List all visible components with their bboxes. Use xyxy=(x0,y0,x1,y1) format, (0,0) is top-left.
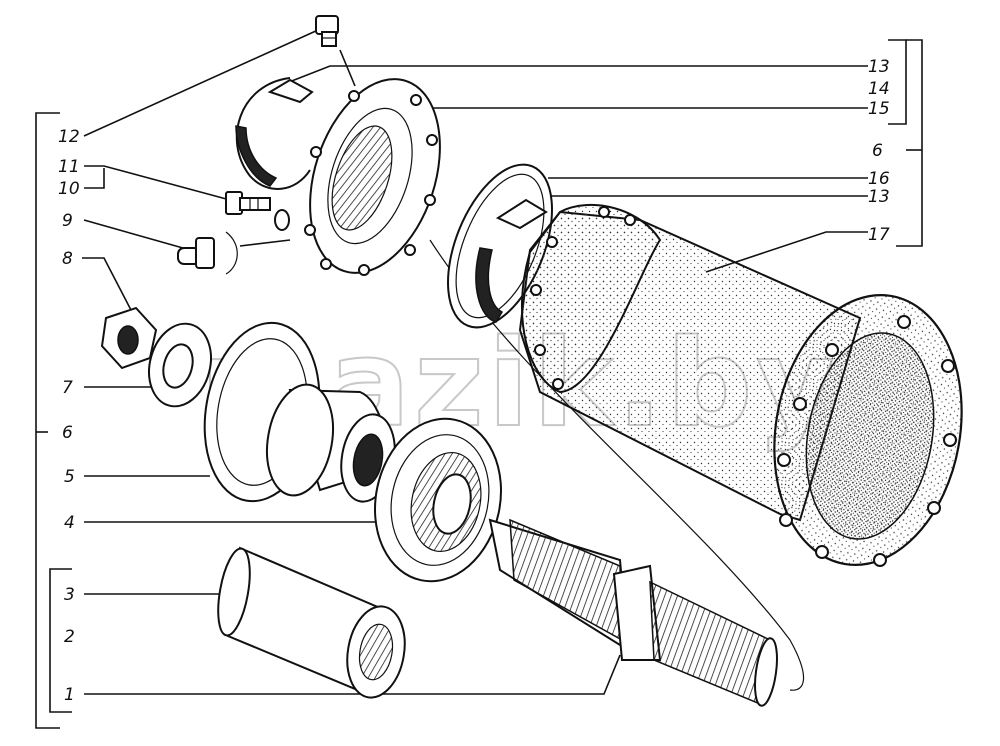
label-8: 8 xyxy=(62,249,73,269)
label-9: 9 xyxy=(62,211,73,231)
label-17: 17 xyxy=(868,225,890,245)
label-13-top: 13 xyxy=(868,57,890,77)
part-13-ring xyxy=(475,198,548,323)
label-5: 5 xyxy=(64,467,75,487)
label-4: 4 xyxy=(64,513,75,533)
part-8-nut xyxy=(100,306,158,370)
bracket-group-2 xyxy=(49,568,72,713)
label-3: 3 xyxy=(64,585,75,605)
label-11: 11 xyxy=(58,157,80,177)
label-16: 16 xyxy=(868,169,890,189)
part-3-splined-sleeve xyxy=(217,546,406,699)
part-5-flange-hub xyxy=(203,321,396,503)
label-2: 2 xyxy=(64,627,75,647)
label-12: 12 xyxy=(58,127,80,147)
part-17-housing xyxy=(518,204,963,567)
bracket-group-6-right xyxy=(896,39,923,247)
part-11-bolt xyxy=(225,191,290,231)
label-13-mid: 13 xyxy=(868,187,890,207)
part-labels: 12 11 10 9 8 7 6 5 4 3 2 1 13 14 15 6 16… xyxy=(58,57,890,705)
label-1: 1 xyxy=(64,685,75,705)
part-1-splined-shaft xyxy=(429,239,805,707)
label-14: 14 xyxy=(868,79,890,99)
part-13-14-split-ring xyxy=(235,77,314,190)
bracket-group-10-11 xyxy=(84,168,105,189)
part-4-bearing xyxy=(374,417,502,583)
part-15-flange-cover xyxy=(304,78,441,276)
label-15: 15 xyxy=(868,99,890,119)
part-7-washer xyxy=(148,322,212,408)
bracket-group-6-left xyxy=(35,112,60,729)
label-6-left: 6 xyxy=(62,423,73,443)
part-12-breather xyxy=(315,15,339,47)
label-10: 10 xyxy=(58,179,80,199)
bracket-group-13-15 xyxy=(888,39,907,125)
part-9-plug xyxy=(177,231,238,275)
leader-lines xyxy=(82,29,868,695)
label-7: 7 xyxy=(62,378,73,398)
label-6-right: 6 xyxy=(872,141,883,161)
